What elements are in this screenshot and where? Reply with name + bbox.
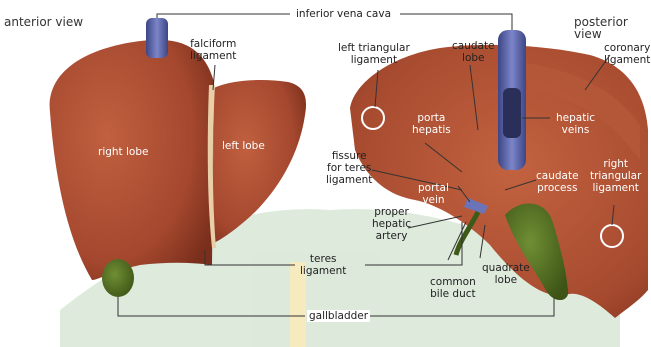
anterior-ivc	[146, 18, 168, 58]
right-lobe-label: right lobe	[98, 146, 148, 158]
common-bile-duct-label: common bile duct	[430, 276, 476, 300]
anterior-view-label: anterior view	[4, 16, 83, 28]
anterior-right-lobe-shape	[50, 40, 214, 280]
left-lobe-label: left lobe	[222, 140, 265, 152]
proper-hepatic-artery-label: proper hepatic artery	[372, 206, 411, 242]
posterior-view-label: posterior view	[574, 16, 651, 40]
caudate-process-label: caudate process	[536, 170, 579, 194]
fissure-teres-label: fissure for teres ligament	[326, 150, 372, 186]
ivc-opening	[503, 88, 521, 138]
inferior-vena-cava-label: inferior vena cava	[294, 8, 393, 20]
quadrate-lobe-label: quadrate lobe	[482, 262, 530, 286]
left-triangular-ligament-label: left triangular ligament	[338, 42, 410, 66]
gallbladder-label: gallbladder	[307, 310, 370, 322]
hepatic-veins-label: hepatic veins	[556, 112, 595, 136]
caudate-lobe-label: caudate lobe	[452, 40, 495, 64]
teres-ligament-label: teres ligament	[300, 253, 346, 277]
falciform-ligament-label: falciform ligament	[190, 38, 236, 62]
portal-vein-label: portal vein	[418, 182, 449, 206]
porta-hepatis-label: porta hepatis	[412, 112, 451, 136]
anterior-gallbladder	[102, 259, 134, 297]
right-triangular-ligament-label: right triangular ligament	[590, 158, 641, 194]
coronary-ligament-label: coronary ligament	[604, 42, 650, 66]
